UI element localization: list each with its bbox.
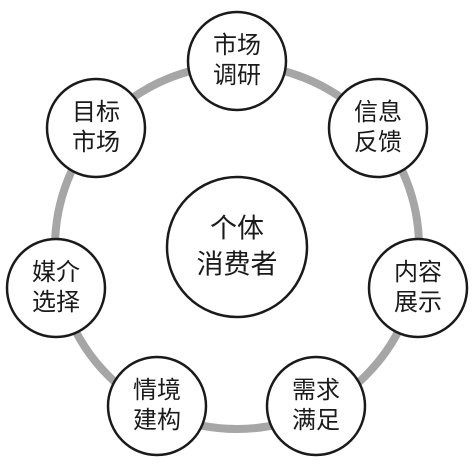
node-target-market: 目标 市场 <box>45 77 147 179</box>
node-info-feedback-label-line1: 信息 <box>354 98 402 126</box>
node-context-construction-circle <box>106 355 208 457</box>
node-info-feedback-circle <box>327 77 429 179</box>
center-node: 个体 消费者 <box>165 175 309 319</box>
node-content-display-circle <box>367 237 469 339</box>
node-market-research: 市场 调研 <box>186 10 288 112</box>
center-node-circle <box>165 175 309 319</box>
node-info-feedback-label-line2: 反馈 <box>354 128 402 156</box>
node-media-selection-label-line1: 媒介 <box>32 258 80 286</box>
node-media-selection-label-line2: 选择 <box>32 288 80 316</box>
node-needs-satisfaction-label-line2: 满足 <box>292 406 340 434</box>
node-content-display: 内容 展示 <box>367 237 469 339</box>
node-context-construction: 情境 建构 <box>106 355 208 457</box>
node-market-research-label-line2: 调研 <box>213 61 261 89</box>
node-target-market-label-line1: 目标 <box>72 98 120 126</box>
node-media-selection: 媒介 选择 <box>5 237 107 339</box>
node-content-display-label-line2: 展示 <box>394 288 442 316</box>
node-market-research-label-line1: 市场 <box>213 31 261 59</box>
node-content-display-label-line1: 内容 <box>394 258 442 286</box>
node-context-construction-label-line2: 建构 <box>133 406 181 434</box>
node-media-selection-circle <box>5 237 107 339</box>
node-target-market-label-line2: 市场 <box>72 128 120 156</box>
node-needs-satisfaction: 需求 满足 <box>265 355 367 457</box>
center-node-label-line2: 消费者 <box>197 250 278 281</box>
center-node-label-line1: 个体 <box>210 214 264 245</box>
node-target-market-circle <box>45 77 147 179</box>
node-info-feedback: 信息 反馈 <box>327 77 429 179</box>
node-needs-satisfaction-circle <box>265 355 367 457</box>
node-market-research-circle <box>186 10 288 112</box>
node-context-construction-label-line1: 情境 <box>133 376 181 404</box>
node-needs-satisfaction-label-line1: 需求 <box>292 376 340 404</box>
